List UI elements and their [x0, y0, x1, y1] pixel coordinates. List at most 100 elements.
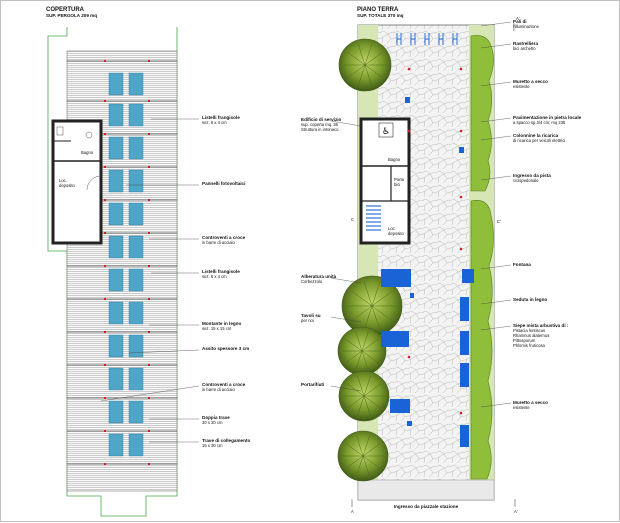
- column-marker: [104, 166, 106, 168]
- note-leader: [480, 81, 512, 87]
- column-marker: [148, 232, 150, 234]
- callout-leader: [128, 349, 200, 354]
- picnic-table-1: [381, 269, 411, 287]
- right-storage-label-1: Loc.: [388, 226, 396, 231]
- left-bath-label: Bagno: [81, 150, 94, 155]
- pv-panel: [108, 334, 124, 358]
- pv-panel: [128, 235, 144, 259]
- wheelchair-icon: ♿: [382, 127, 390, 137]
- note-label: di ricarica per veicoli elettrici: [513, 138, 565, 143]
- note-label: Siepe mista arbustiva di :: [513, 323, 569, 328]
- left-service-building: Bagno Loc. deposito: [51, 119, 103, 245]
- pv-panel: [128, 334, 144, 358]
- note-label: Muretto a secco: [513, 79, 548, 84]
- callout-sublabel: 30 x 20 cm: [202, 420, 223, 425]
- note-label: Ingresso da pista: [513, 173, 551, 178]
- column-marker: [148, 298, 150, 300]
- column-marker: [104, 265, 106, 267]
- callout-leader: [100, 385, 200, 402]
- bike-rack-indoor: [366, 205, 381, 231]
- callout-label: Trave di collegamento: [202, 438, 250, 443]
- column-marker: [104, 100, 106, 102]
- ev-charger: [459, 147, 464, 153]
- column-markers: [104, 60, 150, 465]
- callout-sublabel: 15 x 30 cm: [202, 443, 223, 448]
- column-marker: [148, 265, 150, 267]
- pv-panel: [108, 433, 124, 457]
- callout-label: Montante in legno: [202, 321, 241, 326]
- section-marker-mid-right: C': [497, 219, 501, 224]
- column-marker: [104, 397, 106, 399]
- column-marker: [104, 364, 106, 366]
- column-marker: [104, 199, 106, 201]
- note-label: esistente: [513, 405, 530, 410]
- pv-panel: [128, 367, 144, 391]
- pv-panel: [128, 301, 144, 325]
- section-marker-bottom-right: A': [514, 509, 518, 514]
- photovoltaic-panels: [108, 72, 144, 457]
- section-marker-bottom-left: A: [351, 509, 354, 514]
- roof-beams: [67, 60, 177, 465]
- pv-panel: [108, 136, 124, 160]
- picnic-table-3: [390, 399, 410, 413]
- callout-sublabel: sez. 15 x 15 cm: [202, 326, 232, 331]
- pv-panel: [128, 268, 144, 292]
- column-marker: [148, 166, 150, 168]
- tree: [341, 275, 403, 337]
- left-storage-label-2: deposito: [59, 183, 76, 188]
- pv-panel: [108, 268, 124, 292]
- right-porter-label-1: Porta: [394, 177, 405, 182]
- column-marker: [104, 133, 106, 135]
- note-label: Struttura in intonaco: [301, 127, 339, 132]
- note-leader: [330, 385, 362, 392]
- lamp-posts: [407, 67, 463, 415]
- note-leader: [480, 117, 512, 123]
- entrance-strip: [357, 479, 495, 501]
- pv-panel: [128, 400, 144, 424]
- note-label: Pistacia lentiscus: [513, 328, 545, 333]
- tree: [338, 370, 390, 422]
- note-label: per noi: [301, 318, 314, 323]
- left-site-boundary: [47, 27, 178, 517]
- callout-sublabel: in barre di acciaio: [202, 387, 235, 392]
- note-leader: [480, 325, 512, 331]
- note-leader: [480, 43, 512, 49]
- section-marker-top: A': [516, 16, 520, 21]
- note-label: Fontana: [513, 262, 531, 267]
- section-marker-mid-left: C: [351, 217, 354, 222]
- note-label: Alberatura unità: [301, 274, 337, 279]
- pv-panel: [108, 301, 124, 325]
- accessible-wc-icon: [378, 122, 394, 138]
- pv-panel: [108, 72, 124, 96]
- callout-label: Controventi a croce: [202, 235, 246, 240]
- pv-panel: [108, 169, 124, 193]
- pv-panel: [128, 169, 144, 193]
- note-label: bici archetto: [513, 46, 536, 51]
- note-label: ciclopedonale: [513, 178, 539, 183]
- callout-label: Doppia trave: [202, 415, 230, 420]
- note-leader: [330, 120, 362, 127]
- tree: [337, 326, 387, 376]
- note-label: esistente: [513, 84, 530, 89]
- column-marker: [148, 100, 150, 102]
- trees: [337, 38, 403, 482]
- column-marker: [104, 60, 106, 62]
- right-service-building: ♿ Bagno Porta bici Loc. deposito: [359, 117, 411, 245]
- picnic-table-2: [381, 331, 409, 347]
- note-leader: [480, 402, 512, 408]
- column-marker: [104, 232, 106, 234]
- tree: [337, 430, 389, 482]
- right-porter-label-2: bici: [394, 182, 400, 187]
- column-marker: [104, 331, 106, 333]
- column-marker: [148, 199, 150, 201]
- column-marker: [148, 60, 150, 62]
- column-marker: [148, 133, 150, 135]
- left-title: COPERTURA: [46, 7, 85, 13]
- note-label: Seduta in legno: [513, 297, 547, 302]
- hedge-lower: [470, 200, 494, 480]
